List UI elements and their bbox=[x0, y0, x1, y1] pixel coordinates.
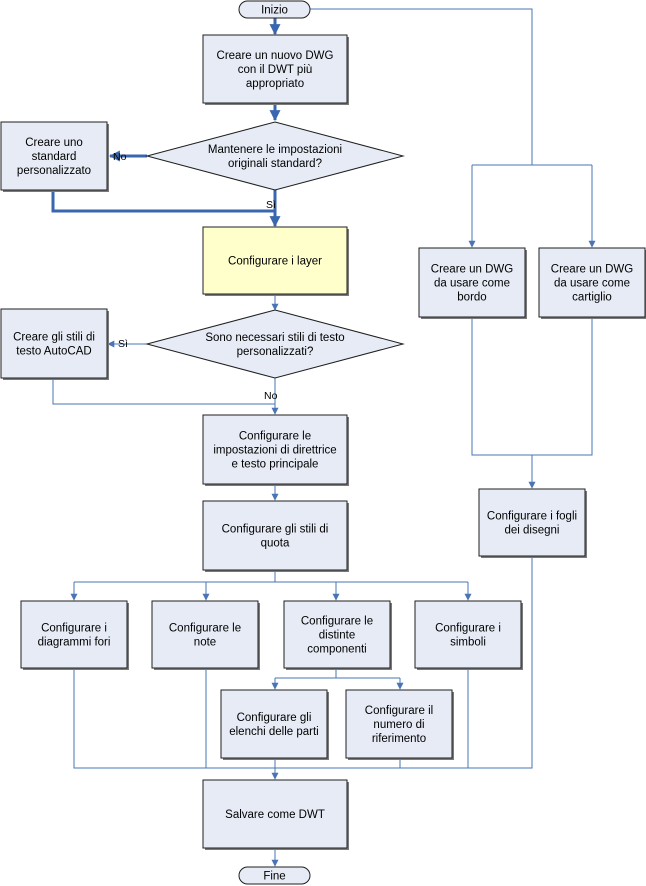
terminal-end: Fine bbox=[238, 866, 311, 885]
box-titleblock-dwg-rect bbox=[538, 247, 646, 318]
box-custom-standard-rect bbox=[0, 121, 108, 191]
box-new-dwg-line-2: con il DWT più bbox=[238, 64, 313, 76]
box-save-dwt-line-1: Salvare come DWT bbox=[225, 809, 325, 821]
box-parts-lists-line-2: elenchi delle parti bbox=[229, 726, 319, 738]
box-text-styles-line-1: Creare gli stili di bbox=[13, 332, 95, 344]
box-ref-number-line-1: Configurare il bbox=[365, 705, 433, 717]
box-notes-rect bbox=[151, 600, 259, 669]
box-new-dwg-line-1: Creare un nuovo DWG bbox=[217, 50, 334, 62]
box-notes-line-2: note bbox=[194, 637, 216, 649]
box-symbols: Configurare i simboli bbox=[414, 600, 523, 670]
box-layers: Configurare i layer bbox=[202, 226, 349, 296]
box-titleblock-dwg-line-2: da usare come bbox=[554, 278, 630, 290]
box-parts-lists-rect bbox=[220, 689, 328, 759]
box-notes: Configurare le note bbox=[151, 600, 260, 670]
box-hole-charts-line-1: Configurare i bbox=[41, 623, 107, 635]
box-border-dwg: Creare un DWG da usare come bordo bbox=[418, 247, 527, 319]
connectors bbox=[51, 8, 596, 867]
box-bom-rect bbox=[283, 600, 391, 669]
box-ref-number: Configurare il numero di riferimento bbox=[345, 689, 454, 760]
connector-text-styles-back bbox=[52, 378, 275, 405]
connector-custom-standard-back bbox=[51, 190, 275, 213]
box-custom-standard: Creare uno standard personalizzato bbox=[0, 121, 109, 192]
terminal-end-label: Fine bbox=[263, 871, 285, 883]
box-leader-line-2: impostazioni di direttrice bbox=[213, 445, 336, 457]
box-ref-number-rect bbox=[345, 689, 453, 759]
decision-keep-standard-line-2: originali standard? bbox=[228, 158, 322, 170]
box-parts-lists-line-1: Configurare gli bbox=[237, 712, 312, 724]
box-hole-charts: Configurare i diagrammi fori bbox=[20, 600, 129, 670]
box-leader-rect bbox=[202, 414, 348, 485]
label-no-2: No bbox=[264, 390, 278, 402]
connector-sheets-down bbox=[275, 556, 533, 769]
box-bom-line-1: Configurare le bbox=[301, 616, 373, 628]
box-text-styles-rect bbox=[0, 308, 108, 379]
box-border-dwg-rect bbox=[418, 247, 526, 318]
box-custom-standard-line-3: personalizzato bbox=[17, 165, 91, 177]
label-yes-2: Sì bbox=[118, 338, 128, 350]
box-dim-styles-line-1: Configurare gli stili di bbox=[222, 524, 329, 536]
decision-custom-text-line-2: personalizzati? bbox=[237, 346, 314, 358]
box-save-dwt-rect bbox=[202, 779, 348, 849]
terminal-start: Inizio bbox=[238, 0, 311, 19]
box-symbols-line-1: Configurare i bbox=[435, 623, 501, 635]
box-border-dwg-line-2: da usare come bbox=[434, 278, 510, 290]
box-hole-charts-line-2: diagrammi fori bbox=[38, 637, 111, 649]
box-sheets-rect bbox=[478, 488, 586, 557]
decision-keep-standard-shape bbox=[145, 121, 405, 191]
box-dim-styles: Configurare gli stili di quota bbox=[202, 500, 349, 572]
decision-custom-text: Sono necessari stili di testo personalizz… bbox=[145, 309, 405, 379]
connector-hole-charts-collect bbox=[73, 668, 275, 769]
box-border-dwg-line-3: bordo bbox=[457, 292, 486, 304]
box-new-dwg-line-3: appropriato bbox=[246, 78, 304, 90]
box-text-styles-line-2: testo AutoCAD bbox=[16, 346, 91, 358]
box-border-dwg-line-1: Creare un DWG bbox=[431, 264, 513, 276]
decision-custom-text-shape bbox=[145, 309, 405, 379]
label-yes-1: Sì bbox=[266, 199, 276, 211]
box-bom-line-2: distinte bbox=[319, 630, 355, 642]
box-ref-number-line-3: riferimento bbox=[372, 733, 426, 745]
box-custom-standard-line-2: standard bbox=[32, 151, 77, 163]
box-ref-number-line-2: numero di bbox=[373, 719, 424, 731]
box-parts-lists: Configurare gli elenchi delle parti bbox=[220, 689, 329, 760]
box-leader-line-1: Configurare le bbox=[239, 431, 311, 443]
box-titleblock-dwg-line-3: cartiglio bbox=[572, 292, 612, 304]
label-no-1: No bbox=[113, 151, 127, 163]
box-titleblock-dwg-line-1: Creare un DWG bbox=[551, 264, 633, 276]
box-custom-standard-line-1: Creare uno bbox=[25, 137, 83, 149]
terminal-start-label: Inizio bbox=[261, 5, 288, 17]
box-hole-charts-rect bbox=[20, 600, 128, 669]
box-dim-styles-rect bbox=[202, 500, 348, 571]
box-leader: Configurare le impostazioni di direttrice… bbox=[202, 414, 349, 486]
box-layers-rect bbox=[202, 226, 348, 295]
box-bom: Configurare le distinte componenti bbox=[283, 600, 392, 670]
decision-custom-text-line-1: Sono necessari stili di testo bbox=[205, 332, 344, 344]
box-sheets-line-2: dei disegni bbox=[505, 525, 560, 537]
box-titleblock-dwg: Creare un DWG da usare come cartiglio bbox=[538, 247, 646, 319]
decision-keep-standard-line-1: Mantenere le impostazioni bbox=[208, 144, 342, 156]
decision-keep-standard: Mantenere le impostazioni originali stand… bbox=[145, 121, 405, 191]
connector-border-down bbox=[471, 317, 532, 456]
box-layers-line-1: Configurare i layer bbox=[228, 256, 322, 268]
connector-titleblock-down bbox=[532, 317, 593, 456]
box-notes-line-1: Configurare le bbox=[169, 623, 241, 635]
box-new-dwg: Creare un nuovo DWG con il DWT più appropr… bbox=[202, 34, 349, 105]
box-bom-line-3: componenti bbox=[307, 644, 366, 656]
box-symbols-line-2: simboli bbox=[450, 637, 486, 649]
connector-start-right-branch bbox=[310, 8, 533, 165]
box-sheets-line-1: Configurare i fogli bbox=[487, 511, 577, 523]
box-leader-line-3: e testo principale bbox=[232, 459, 319, 471]
box-symbols-rect bbox=[414, 600, 522, 669]
box-new-dwg-rect bbox=[202, 34, 348, 104]
box-sheets: Configurare i fogli dei disegni bbox=[478, 488, 587, 558]
box-text-styles: Creare gli stili di testo AutoCAD bbox=[0, 308, 109, 380]
box-save-dwt: Salvare come DWT bbox=[202, 779, 349, 850]
box-dim-styles-line-2: quota bbox=[261, 538, 290, 550]
